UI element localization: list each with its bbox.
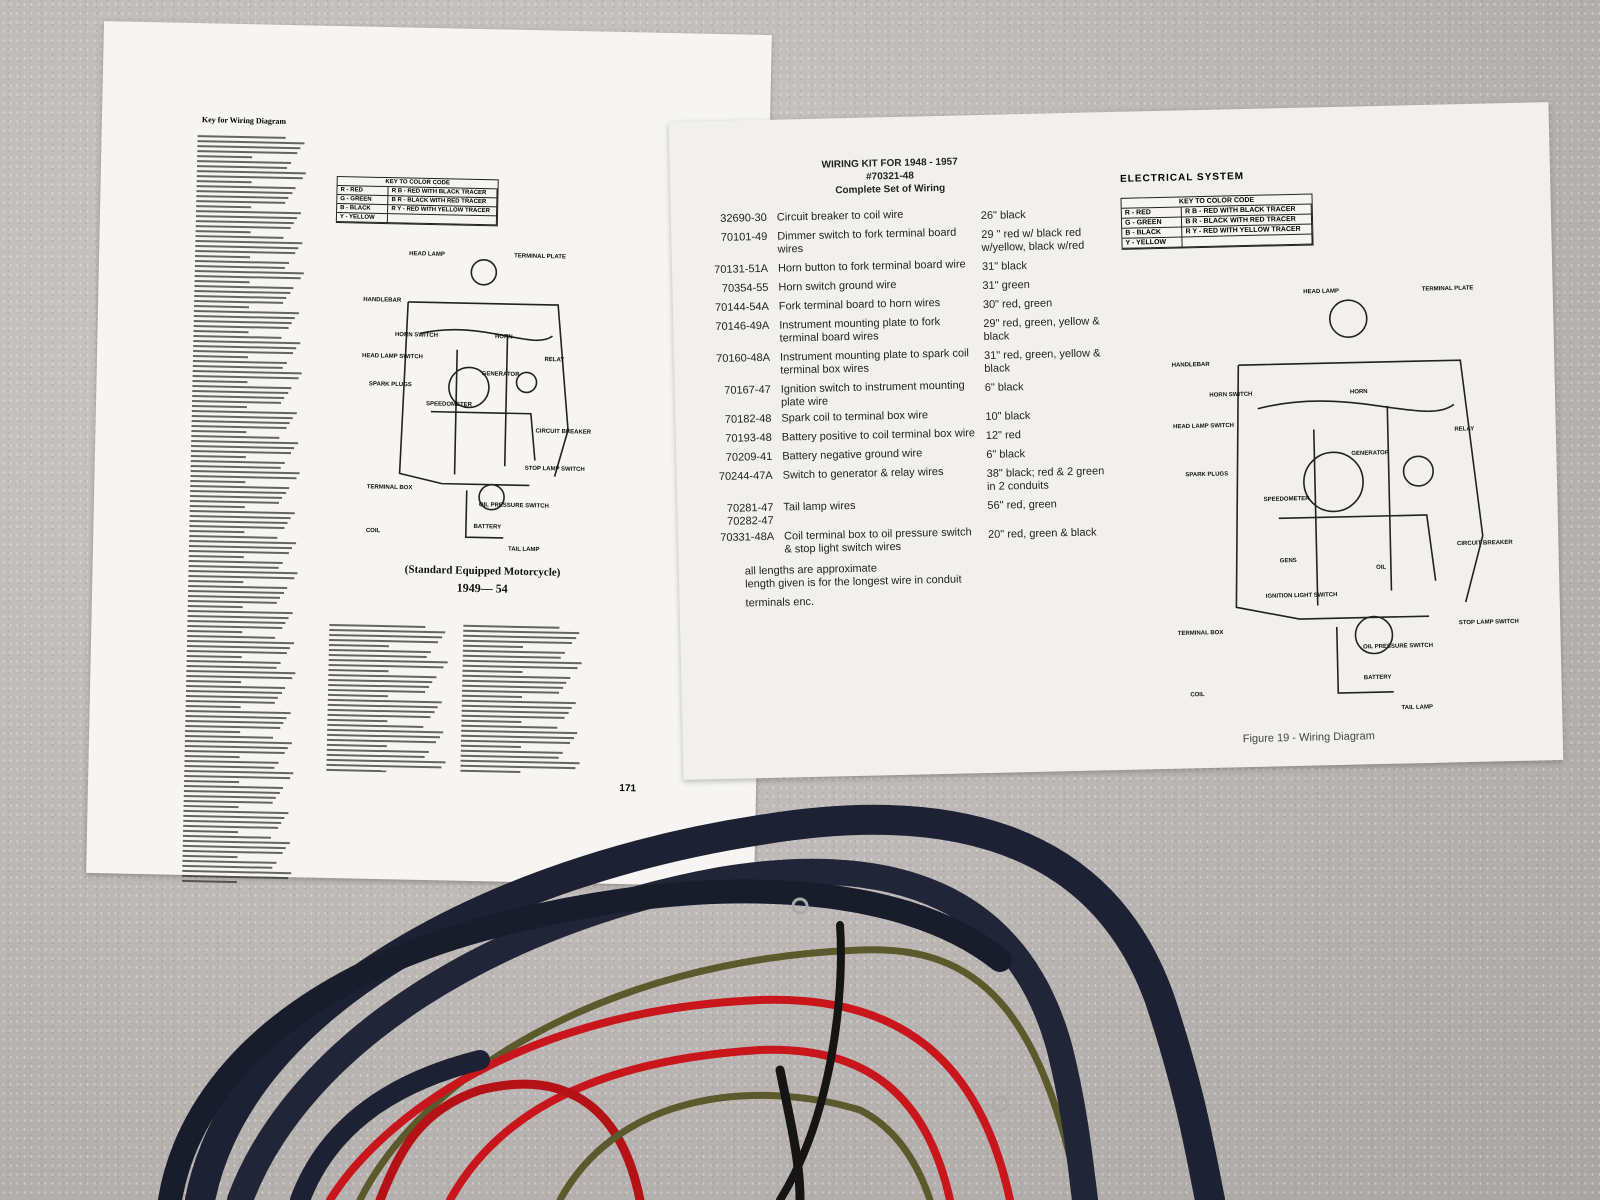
ring-terminal [991,1095,1009,1113]
diagram-label: HEAD LAMP [1303,289,1339,296]
cable-sheath [227,858,1098,1200]
ring-terminal [791,897,809,915]
diagram-label: HORN [1350,389,1368,395]
component-symbol [1402,455,1434,487]
wire-path [398,301,530,487]
diagram-label: OIL PRESSURE SWITCH [1363,643,1433,651]
red-wire [446,1045,954,1200]
wire-path [419,328,553,342]
diagram-label: GENS [1280,558,1297,564]
diagram-label: RELAY [544,357,564,363]
diagram-label: COIL [1190,692,1205,698]
diagram-label: SPEEDOMETER [1264,496,1311,503]
diagram-label: GENERATOR [482,371,521,378]
diagram-label: IGNITION LIGHT SWITCH [1266,592,1338,600]
green-wire [556,1091,934,1200]
wire-path [1335,627,1394,694]
wire-path [430,410,536,461]
wire-path [1238,359,1484,603]
right-document-page: WIRING KIT FOR 1948 - 1957 #70321-48 Com… [668,102,1564,780]
component-symbol [478,483,505,511]
cable-sheath [290,1050,490,1200]
diagram-label: RELAY [1454,426,1474,432]
diagram-label: BATTERY [473,524,501,531]
wire-path [453,335,509,475]
red-wire [326,995,1014,1200]
diagram-label: STOP LAMP SWITCH [1459,619,1519,626]
diagram-label: HANDLEBAR [363,297,402,304]
diagram-label: GENERATOR [1351,450,1390,457]
wiring-diagram: HEAD LAMP TERMINAL PLATE HANDLEBAR HORN SWI… [1172,285,1519,711]
diagram-label: TERMINAL PLATE [1422,285,1474,292]
diagram-label: HEAD LAMP SWITCH [1173,423,1234,430]
diagram-label: COIL [366,528,381,534]
diagram-label: OIL [1376,565,1386,571]
component-symbol [448,366,490,409]
component-symbol [515,371,538,394]
diagram-label: BATTERY [1364,675,1392,682]
black-wire [776,921,845,1200]
diagram-label: STOP LAMP SWITCH [525,466,585,473]
diagram-label: TERMINAL BOX [1178,630,1224,637]
green-wire [356,946,1084,1200]
diagram-label: CIRCUIT BREAKER [1457,540,1513,547]
diagram-label: TERMINAL BOX [367,484,413,491]
left-document-page: Key for Wiring Diagram KEY TO COLOR CODE… [86,21,772,887]
wire-path [1235,365,1430,620]
diagram-label: TAIL LAMP [508,547,540,554]
diagram-label: TAIL LAMP [1401,704,1433,711]
diagram-label: CIRCUIT BREAKER [535,429,591,436]
wire-path [464,490,504,539]
diagram-label: SPEEDOMETER [426,401,473,408]
diagram-label: SPARK PLUGS [369,381,412,388]
component-symbol [470,259,498,286]
diagram-label: OIL PRESSURE SWITCH [479,502,549,509]
component-symbol [1328,299,1368,338]
component-symbol [1354,615,1394,655]
diagram-label: HEAD LAMP [409,251,445,258]
red-wire [375,1079,645,1200]
diagram-label: SPARK PLUGS [1185,471,1228,478]
diagram-label: TERMINAL PLATE [514,253,566,260]
component-symbol [1303,451,1364,513]
wire-path [1257,400,1455,412]
diagram-label: HORN [495,334,513,340]
diagram-label: HORN SWITCH [395,332,438,339]
diagram-label: HANDLEBAR [1172,362,1211,369]
wiring-diagram: HEAD LAMP TERMINAL PLATE HANDLEBAR HORN SWI… [362,251,592,554]
black-wire [775,1065,805,1200]
wire-path [1278,514,1437,581]
wire-path [408,301,569,477]
diagram-label: HEAD LAMP SWITCH [362,353,423,360]
cable-sheath [158,879,1012,1200]
diagram-label: HORN SWITCH [1209,392,1252,399]
